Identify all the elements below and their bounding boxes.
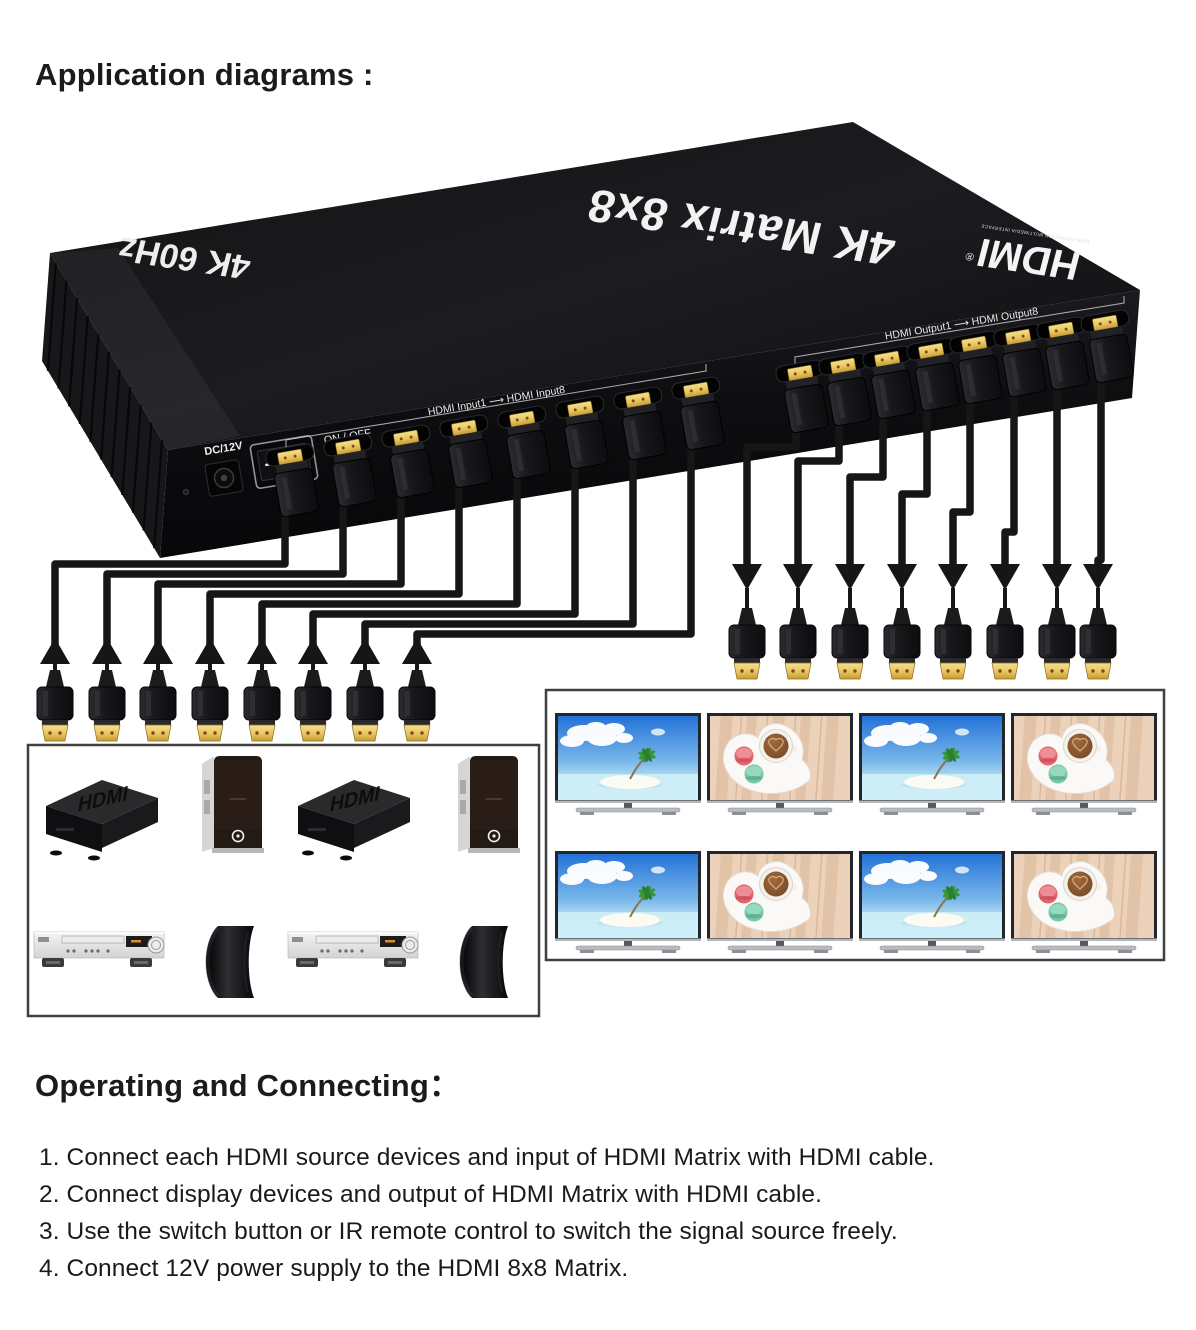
arrow-down-icon [835,564,865,590]
input-cable [206,481,463,648]
input-arrows [40,638,432,664]
arrow-down-icon [990,564,1020,590]
input-cable [258,472,521,648]
arrow-down-icon [887,564,917,590]
arrow-up-icon [92,638,122,664]
game-console [458,924,510,1000]
tv-coffee [1011,702,1157,820]
game-console [204,924,256,1000]
instruction-item: 2. Connect display devices and output of… [39,1181,823,1208]
instructions-list: 1. Connect each HDMI source devices and … [39,1139,935,1287]
hdmi-plug [986,607,1024,680]
arrow-up-icon [195,638,225,664]
tv-island [555,851,701,953]
hdmi-plug [346,669,384,742]
hdmi-plug [88,669,126,742]
output-arrows [732,564,1113,590]
arrow-down-icon [1042,564,1072,590]
input-plugs [36,669,436,742]
power-jack [204,459,244,497]
input-ports-bracket [285,364,707,447]
output-cables [743,376,1105,566]
tv-island [859,713,1005,815]
device-top-face [50,122,1140,450]
hdmi-plug [36,669,74,742]
hdmi-plug [1079,607,1117,680]
input-cable [309,462,579,648]
vent-grille [46,262,164,549]
arrow-up-icon [350,638,380,664]
tv-island [555,713,701,815]
hdmi-plug [294,669,332,742]
arrow-up-icon [298,638,328,664]
hdmi-plug [779,607,817,680]
tv-island [859,851,1005,953]
hdmi-plug [1038,607,1076,680]
input-cables [51,443,695,648]
hdmi-plug [398,669,436,742]
output-cable [1001,390,1018,566]
input-cable [51,510,289,648]
input-cable [154,491,405,648]
arrow-up-icon [247,638,277,664]
input-cable [103,500,347,648]
output-cable [743,426,800,566]
hdmi-plug [831,607,869,680]
arrow-down-icon [783,564,813,590]
page-title: Application diagrams : [35,57,374,92]
hdmi-reg-mark: ® [964,249,975,262]
output-cable [898,404,931,566]
arrow-up-icon [143,638,173,664]
output-ports-bracket [794,296,1125,364]
pc-tower [457,755,521,854]
output-cable [846,412,887,566]
tv-coffee [707,840,853,958]
tv-coffee [1011,840,1157,958]
hdmi-plug [883,607,921,680]
displays-box [544,688,1166,962]
arrow-down-icon [732,564,762,590]
hdmi-plug [243,669,281,742]
arrow-down-icon [1083,564,1113,590]
instruction-item: 4. Connect 12V power supply to the HDMI … [39,1255,629,1282]
arrow-up-icon [402,638,432,664]
output-cable [949,397,974,566]
hdmi-plug [728,607,766,680]
pc-tower [201,755,265,854]
hdmi-plug [139,669,177,742]
source-devices-box [26,743,541,1018]
output-plugs [728,607,1117,680]
screw [182,488,190,496]
section-title: Operating and Connecting： [35,1068,461,1103]
instruction-item: 1. Connect each HDMI source devices and … [39,1144,935,1171]
hdmi-plug [934,607,972,680]
output-cable [1094,376,1105,566]
arrow-down-icon [938,564,968,590]
input-cable [361,453,637,648]
hdmi-plug [191,669,229,742]
arrow-up-icon [40,638,70,664]
application-diagram: HDMI [26,122,1166,1018]
output-cable [794,419,843,566]
tv-coffee [707,702,853,820]
instruction-item: 3. Use the switch button or IR remote co… [39,1218,898,1245]
